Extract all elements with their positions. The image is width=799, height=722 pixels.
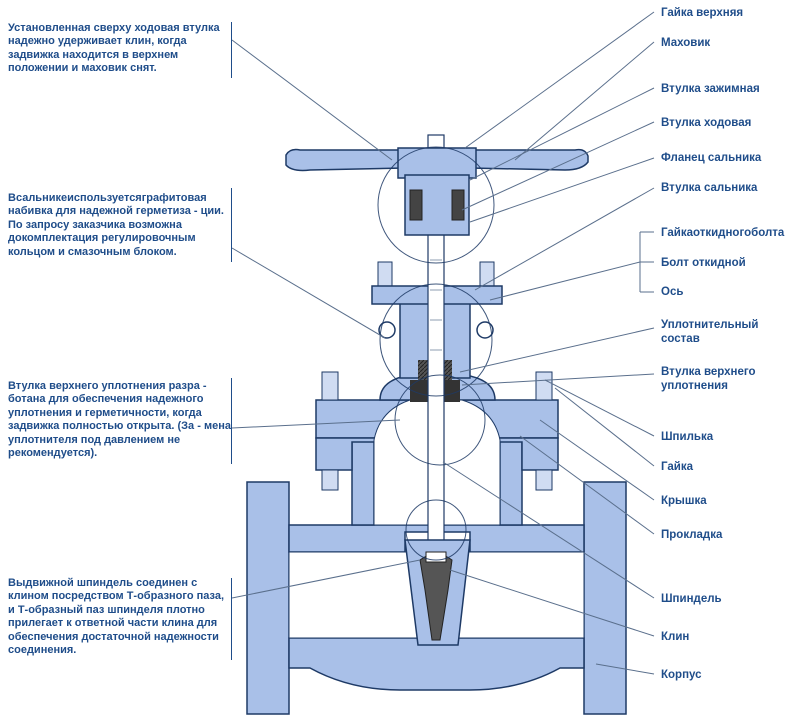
label-wedge: Клин — [661, 631, 690, 643]
note-wedge-connection: Выдвижной шпиндель соединен с клином пос… — [8, 577, 225, 657]
note-backseat: Втулка верхнего уплотнения разра - ботан… — [8, 380, 231, 460]
valve-body — [246, 439, 627, 715]
note-bracket-1 — [231, 22, 232, 78]
label-nut: Гайка — [661, 461, 693, 473]
studs — [321, 261, 553, 491]
label-packing: Уплотнительный состав — [661, 319, 759, 345]
label-handwheel: Маховик — [661, 37, 711, 49]
label-stem: Шпиндель — [661, 593, 722, 605]
label-body: Корпус — [661, 669, 702, 681]
label-eyebolt: Болт откидной — [661, 257, 746, 269]
label-bonnet: Крышка — [661, 495, 707, 507]
label-backseat-bush: Втулка верхнего уплотнения — [661, 366, 756, 392]
label-gasket: Прокладка — [661, 529, 723, 541]
note-packing: Всальникеиспользуетсяграфитовая набивка … — [8, 192, 224, 258]
label-stud: Шпилька — [661, 431, 714, 443]
note-stem-bush: Установленная сверху ходовая втулка наде… — [8, 22, 220, 75]
label-axis: Ось — [661, 286, 684, 298]
note-bracket-4 — [231, 578, 232, 660]
label-stem-bush: Втулка ходовая — [661, 117, 752, 129]
leader-lines — [231, 11, 655, 675]
handwheel — [285, 147, 589, 236]
label-gland-bush: Втулка сальника — [661, 182, 758, 194]
label-eyebolt-nut: Гайкаоткидногоболта — [661, 227, 785, 239]
wedge — [404, 539, 471, 646]
label-gland-flange: Фланец сальника — [661, 152, 762, 164]
label-clamp-bush: Втулка зажимная — [661, 83, 760, 95]
note-bracket-3 — [231, 378, 232, 464]
label-nut-top: Гайка верхняя — [661, 7, 744, 19]
note-bracket-2 — [231, 188, 232, 262]
